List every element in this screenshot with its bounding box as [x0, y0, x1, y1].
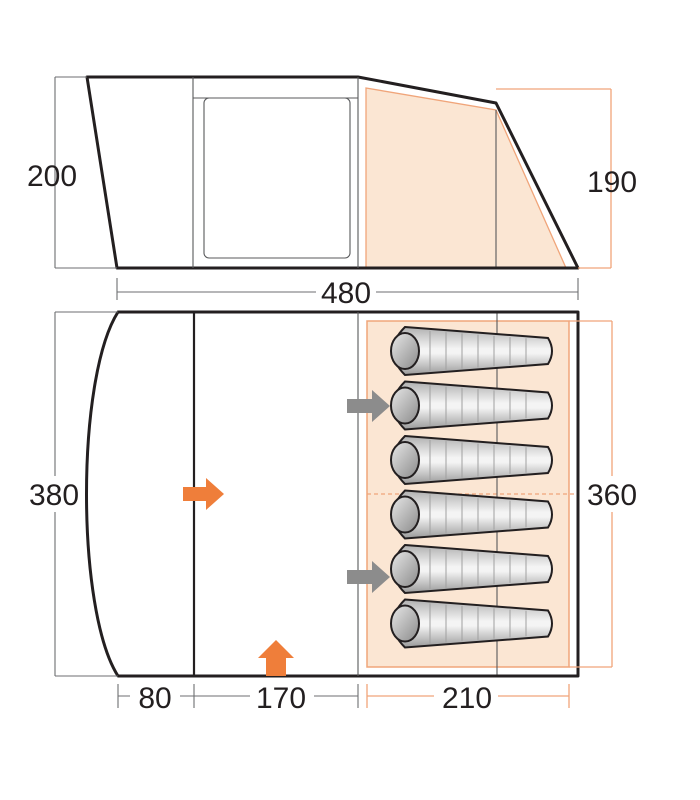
sleeping-bag-icon: [390, 543, 553, 595]
side-window: [203, 97, 351, 259]
side-view: 200 190 480: [27, 75, 637, 310]
dim-label-side-height: 200: [27, 160, 77, 193]
dim-label-floor-width: 380: [29, 479, 79, 512]
floor-plan: 380 360 80 170 210: [24, 310, 644, 715]
dim-label-total-length: 480: [321, 277, 371, 310]
sleeping-bag-icon: [390, 489, 553, 540]
sleeping-bag-icon: [390, 325, 553, 377]
dim-label-bedroom-width: 360: [587, 479, 637, 512]
entrance-arrow-icon: [183, 478, 224, 510]
sleeping-bags: [390, 325, 553, 649]
sleeping-bag-icon: [390, 434, 553, 486]
sleeping-bag-icon: [390, 598, 553, 649]
dim-label-living-depth: 170: [256, 682, 306, 715]
sleeping-bag-icon: [390, 380, 553, 431]
bedroom-entry-arrow-icon-2: [347, 561, 390, 593]
side-tent-outline: [85, 75, 580, 270]
dim-label-side-inner-height: 190: [587, 166, 637, 199]
bedroom-entry-arrow-icon-1: [347, 390, 390, 422]
side-bedroom-area: [366, 88, 566, 268]
floor-outline: [85, 310, 580, 678]
entrance-arrow-icon-bottom: [258, 640, 294, 676]
dim-label-bedroom-depth: 210: [442, 682, 492, 715]
dim-label-porch-depth: 80: [138, 682, 171, 715]
